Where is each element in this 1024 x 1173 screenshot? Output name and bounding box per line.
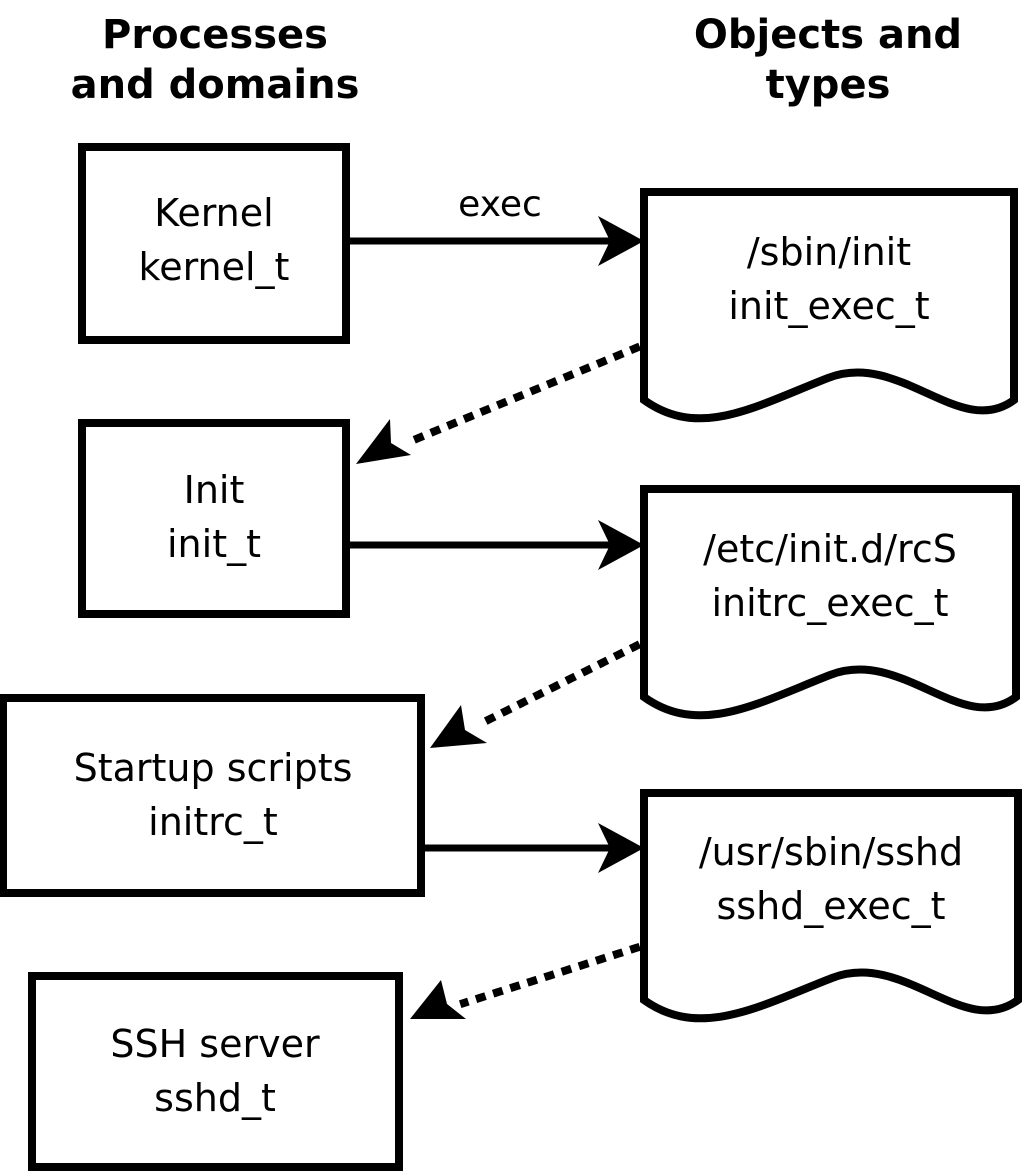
process-node-ssh-server[interactable]: SSH server sshd_t — [28, 972, 403, 1171]
process-node-ssh-server-box — [28, 972, 403, 1171]
process-node-init-line1: Init — [184, 468, 245, 512]
process-node-init-line2: init_t — [167, 522, 261, 566]
process-node-ssh-server-line2: sshd_t — [154, 1076, 276, 1120]
column-title-processes: Processes and domains — [71, 12, 360, 108]
object-node-init-exec-line1: /sbin/init — [747, 230, 911, 274]
edge-label-exec: exec — [458, 184, 542, 225]
object-node-init-exec[interactable]: /sbin/init init_exec_t — [640, 188, 1018, 423]
object-node-sshd-exec-line1: /usr/sbin/sshd — [699, 830, 963, 874]
process-node-startup-scripts-line2: initrc_t — [148, 800, 278, 844]
process-node-startup-scripts[interactable]: Startup scripts initrc_t — [0, 694, 425, 897]
edge-init-exec-to-init — [356, 342, 642, 464]
arrow-head-icon — [430, 705, 487, 748]
edge-line-dotted — [398, 342, 642, 450]
column-title-processes-line1: Processes — [102, 12, 328, 58]
process-node-kernel[interactable]: Kernel kernel_t — [78, 143, 350, 344]
process-node-kernel-box — [78, 143, 350, 344]
object-node-sshd-exec-line2: sshd_exec_t — [716, 884, 945, 928]
column-title-objects-line2: types — [766, 62, 891, 108]
object-node-init-exec-line2: init_exec_t — [728, 284, 929, 328]
object-node-init-exec-document-shape — [640, 188, 1018, 423]
column-title-objects-line1: Objects and — [694, 12, 962, 58]
edge-initrc-exec-to-initrc — [430, 640, 642, 748]
process-node-init[interactable]: Init init_t — [78, 419, 350, 618]
process-node-ssh-server-line1: SSH server — [110, 1022, 320, 1066]
edge-line-dotted — [476, 640, 642, 729]
object-node-initrc-exec[interactable]: /etc/init.d/rcS initrc_exec_t — [640, 485, 1020, 720]
object-node-initrc-exec-line2: initrc_exec_t — [712, 581, 949, 625]
edge-sshd-exec-to-sshd — [410, 942, 642, 1019]
process-node-startup-scripts-line1: Startup scripts — [74, 746, 353, 790]
arrow-head-icon — [598, 216, 644, 266]
column-title-processes-line2: and domains — [71, 62, 360, 108]
process-node-kernel-line2: kernel_t — [139, 245, 290, 289]
object-node-initrc-exec-line1: /etc/init.d/rcS — [703, 527, 957, 571]
arrow-head-icon — [598, 520, 644, 570]
process-node-kernel-line1: Kernel — [154, 191, 273, 235]
process-node-startup-scripts-box — [0, 694, 425, 897]
object-node-sshd-exec-document-shape — [640, 789, 1022, 1023]
arrow-head-icon — [410, 980, 466, 1019]
edge-init-exec-initrc-exec — [350, 520, 644, 570]
edge-kernel-exec-init-exec: exec — [350, 184, 644, 266]
process-node-init-box — [78, 419, 350, 618]
column-title-objects: Objects and types — [694, 12, 962, 108]
object-node-sshd-exec[interactable]: /usr/sbin/sshd sshd_exec_t — [640, 789, 1022, 1023]
object-node-initrc-exec-document-shape — [640, 485, 1020, 720]
edge-line-dotted — [458, 942, 642, 1009]
arrow-head-icon — [356, 419, 411, 464]
edge-initrc-exec-sshd-exec — [425, 823, 644, 873]
arrow-head-icon — [598, 823, 644, 873]
